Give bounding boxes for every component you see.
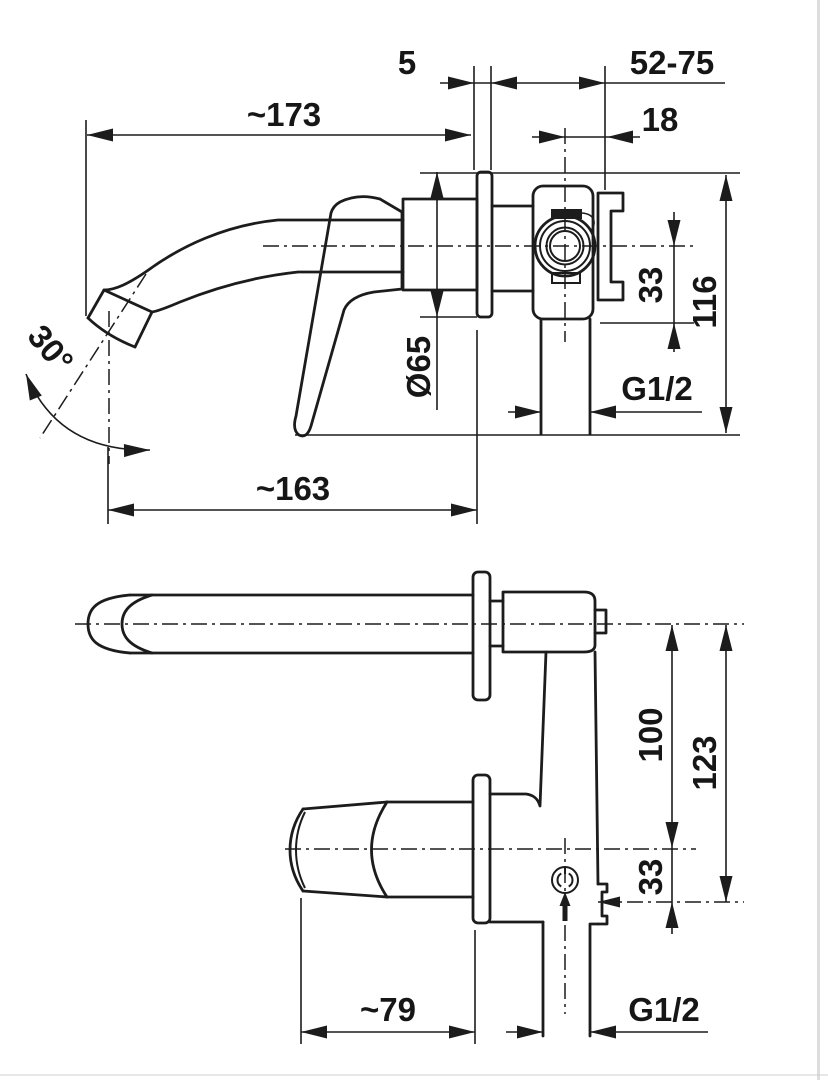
arrow	[719, 876, 733, 902]
retainer-clip	[581, 212, 595, 232]
angle-arc-30	[25, 373, 151, 451]
plan-view-dimensions: 100 123 33 ~79 G1/2	[300, 625, 733, 1044]
block-nub	[593, 608, 608, 635]
arrow	[590, 1025, 616, 1039]
handle-lever-outline	[293, 195, 404, 438]
arrow	[87, 128, 113, 142]
dim-spout-angle: 30°	[21, 318, 81, 380]
scan-edge-right	[817, 0, 820, 1080]
spout-body-block	[501, 590, 597, 654]
arrow	[667, 220, 681, 246]
arrow	[26, 374, 42, 401]
spout-outer-edge	[86, 218, 405, 320]
valve-housing	[531, 184, 595, 321]
body-web-left	[488, 650, 548, 808]
outlet-pipe-plan	[541, 920, 600, 1038]
side-view-dimensions: 5 52-75 ~173 18 Ø65 33 116 G1/	[21, 44, 740, 524]
arrow	[301, 1025, 327, 1039]
arrow	[451, 503, 477, 517]
dim-spout-to-handle-axis: 100	[632, 707, 669, 762]
spout-outlet-face	[86, 316, 137, 349]
knob-end-face	[288, 807, 305, 893]
dim-handle-length: ~79	[360, 991, 416, 1028]
arrow	[517, 1025, 543, 1039]
mounting-bracket	[596, 191, 625, 302]
spout-neck-stub	[488, 599, 505, 648]
cartridge-retainer-tab	[551, 209, 582, 219]
side-clip	[596, 882, 609, 926]
dim-spout-reach-axis: ~163	[256, 470, 330, 507]
handle-cylinder-plan	[385, 800, 475, 899]
arrow	[430, 291, 444, 317]
faucet-side-view	[39, 128, 697, 464]
knob-end-seam	[294, 811, 306, 889]
outlet-pipe-side	[539, 317, 592, 436]
dim-spout-reach-overall: ~173	[247, 96, 321, 133]
flow-arrow-tail	[562, 906, 568, 921]
body-web-right	[593, 650, 600, 886]
scan-edge-bottom	[0, 1074, 828, 1076]
cartridge-cylinder	[401, 197, 479, 292]
arrow	[665, 822, 679, 848]
dim-cartridge-offset: 18	[642, 101, 679, 138]
handle-dome-seam	[370, 800, 389, 899]
arrow	[665, 902, 679, 928]
arrow	[445, 128, 471, 142]
arrow	[719, 625, 733, 651]
spout-escutcheon-plan	[471, 570, 492, 702]
arrow	[607, 130, 633, 144]
knob-bottom-edge	[301, 889, 389, 899]
dim-escutcheon-thickness: 5	[398, 44, 416, 81]
arrow	[719, 407, 733, 433]
wall-escutcheon-side	[475, 170, 494, 319]
dim-handle-to-outlet-axis: 33	[632, 859, 669, 896]
arrow	[719, 175, 733, 201]
spout-inner-edge	[133, 270, 405, 349]
arrow	[108, 503, 134, 517]
dim-spout-to-outlet-axis: 123	[686, 735, 723, 790]
dim-outlet-thread-top: G1/2	[621, 370, 693, 407]
spout-tilted-axis	[39, 273, 147, 439]
arrow	[539, 130, 565, 144]
dim-body-axis-offset: 33	[632, 267, 669, 304]
knob-top-edge	[301, 800, 389, 811]
arrow	[579, 76, 605, 90]
neck-through-wall	[490, 204, 535, 293]
arrow	[448, 76, 474, 90]
dim-outlet-thread-bottom: G1/2	[628, 991, 700, 1028]
arrow	[667, 323, 681, 349]
dim-escutcheon-diameter: Ø65	[400, 336, 437, 398]
cartridge-bottom-tab	[551, 272, 581, 284]
arrow	[598, 896, 620, 908]
spout-tube-plan	[128, 593, 475, 655]
arrow	[590, 405, 616, 419]
arrow	[515, 405, 541, 419]
arrow	[449, 1025, 475, 1039]
arrow	[665, 625, 679, 651]
dim-overall-height: 116	[686, 275, 723, 328]
faucet-plan-view	[75, 570, 744, 1038]
spout-end-seam	[120, 593, 154, 655]
dim-wall-mount-depth: 52-75	[630, 44, 714, 81]
arrow	[430, 172, 444, 198]
arrow	[123, 444, 150, 458]
